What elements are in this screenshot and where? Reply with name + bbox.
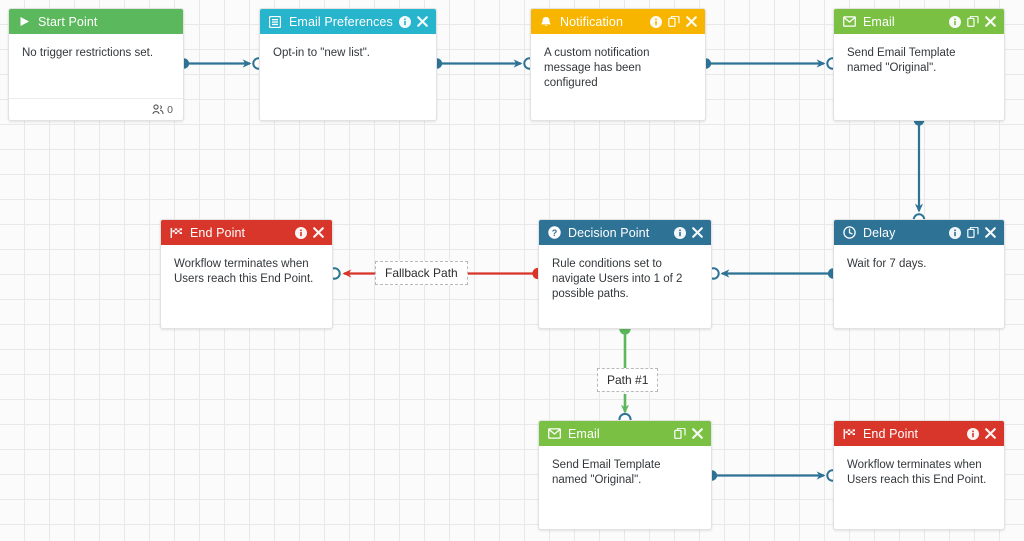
- node-footer: 0: [9, 98, 183, 120]
- close-icon[interactable]: [691, 427, 704, 440]
- close-icon[interactable]: [984, 15, 997, 28]
- svg-text:?: ?: [551, 228, 557, 238]
- play-icon: [17, 15, 31, 29]
- edge-label-path-1[interactable]: Path #1: [597, 368, 659, 392]
- node-actions: [649, 15, 698, 28]
- info-icon[interactable]: [966, 427, 979, 440]
- close-icon[interactable]: [685, 15, 698, 28]
- node-actions: [966, 427, 997, 440]
- copy-icon[interactable]: [673, 427, 686, 440]
- node-header[interactable]: Notification: [531, 9, 705, 34]
- member-count: 0: [167, 103, 173, 116]
- node-start-point[interactable]: Start Point No trigger restrictions set.…: [8, 8, 184, 121]
- connector-start-to-email-preferences[interactable]: [178, 57, 265, 70]
- node-header[interactable]: End Point: [834, 421, 1004, 446]
- node-title: End Point: [190, 225, 246, 240]
- node-body-text: Rule conditions set to navigate Users in…: [552, 258, 683, 300]
- connector-delay-to-decision-point[interactable]: [707, 267, 839, 280]
- connector-email-preferences-to-notification[interactable]: [431, 57, 536, 70]
- node-actions: [294, 226, 325, 239]
- node-body-text: Send Email Template named "Original".: [847, 47, 956, 74]
- node-email-top[interactable]: Email Send Email Template named "Origina…: [833, 8, 1005, 121]
- node-title: Email: [568, 426, 600, 441]
- node-title: Delay: [863, 225, 896, 240]
- close-icon[interactable]: [984, 427, 997, 440]
- node-body-text: Workflow terminates when Users reach thi…: [847, 459, 987, 486]
- node-title: Email Preferences: [289, 14, 393, 29]
- info-icon[interactable]: [398, 15, 411, 28]
- node-body-text: Opt-in to "new list".: [273, 47, 371, 59]
- close-icon[interactable]: [416, 15, 429, 28]
- node-header[interactable]: Start Point: [9, 9, 183, 34]
- copy-icon[interactable]: [966, 15, 979, 28]
- node-title: Email: [863, 14, 895, 29]
- node-header[interactable]: Email Preferences: [260, 9, 436, 34]
- copy-icon[interactable]: [667, 15, 680, 28]
- info-icon[interactable]: [294, 226, 307, 239]
- node-body-text: A custom notification message has been c…: [544, 47, 650, 89]
- node-actions: [948, 226, 997, 239]
- bell-icon: [539, 15, 553, 29]
- node-title: End Point: [863, 426, 919, 441]
- node-actions: [673, 226, 704, 239]
- connector-email-bottom-to-end-point[interactable]: [706, 469, 839, 482]
- node-header[interactable]: Delay: [834, 220, 1004, 245]
- node-body-text: No trigger restrictions set.: [22, 47, 154, 59]
- node-email-preferences[interactable]: Email Preferences Opt-in to "new list".: [259, 8, 437, 121]
- node-end-point-right[interactable]: End Point Workflow terminates when Users…: [833, 420, 1005, 530]
- node-header[interactable]: End Point: [161, 220, 332, 245]
- node-title: Start Point: [38, 14, 98, 29]
- node-actions: [673, 427, 704, 440]
- node-body-text: Send Email Template named "Original".: [552, 459, 661, 486]
- edge-label-fallback-path[interactable]: Fallback Path: [375, 261, 468, 285]
- node-email-bottom[interactable]: Email Send Email Template named "Origina…: [538, 420, 712, 530]
- flag-icon: [842, 427, 856, 441]
- close-icon[interactable]: [691, 226, 704, 239]
- node-title: Decision Point: [568, 225, 650, 240]
- node-header[interactable]: Email: [539, 421, 711, 446]
- close-icon[interactable]: [312, 226, 325, 239]
- info-icon[interactable]: [673, 226, 686, 239]
- close-icon[interactable]: [984, 226, 997, 239]
- copy-icon[interactable]: [966, 226, 979, 239]
- node-actions: [948, 15, 997, 28]
- node-end-point-left[interactable]: End Point Workflow terminates when Users…: [160, 219, 333, 329]
- envelope-icon: [842, 15, 856, 29]
- node-notification[interactable]: Notification A custom notification messa…: [530, 8, 706, 121]
- users-icon: [152, 104, 164, 115]
- node-body-text: Workflow terminates when Users reach thi…: [174, 258, 314, 285]
- node-actions: [398, 15, 429, 28]
- node-header[interactable]: Email: [834, 9, 1004, 34]
- question-icon: ?: [547, 226, 561, 240]
- list-icon: [268, 15, 282, 29]
- node-body-text: Wait for 7 days.: [847, 258, 927, 270]
- flag-icon: [169, 226, 183, 240]
- info-icon[interactable]: [649, 15, 662, 28]
- node-delay[interactable]: Delay Wait for 7 days.: [833, 219, 1005, 329]
- envelope-icon: [547, 427, 561, 441]
- info-icon[interactable]: [948, 15, 961, 28]
- connector-email-to-delay[interactable]: [912, 115, 926, 226]
- node-decision-point[interactable]: ? Decision Point Rule conditions set to …: [538, 219, 712, 329]
- connector-notification-to-email[interactable]: [700, 57, 839, 70]
- clock-icon: [842, 226, 856, 240]
- node-title: Notification: [560, 14, 624, 29]
- node-header[interactable]: ? Decision Point: [539, 220, 711, 245]
- info-icon[interactable]: [948, 226, 961, 239]
